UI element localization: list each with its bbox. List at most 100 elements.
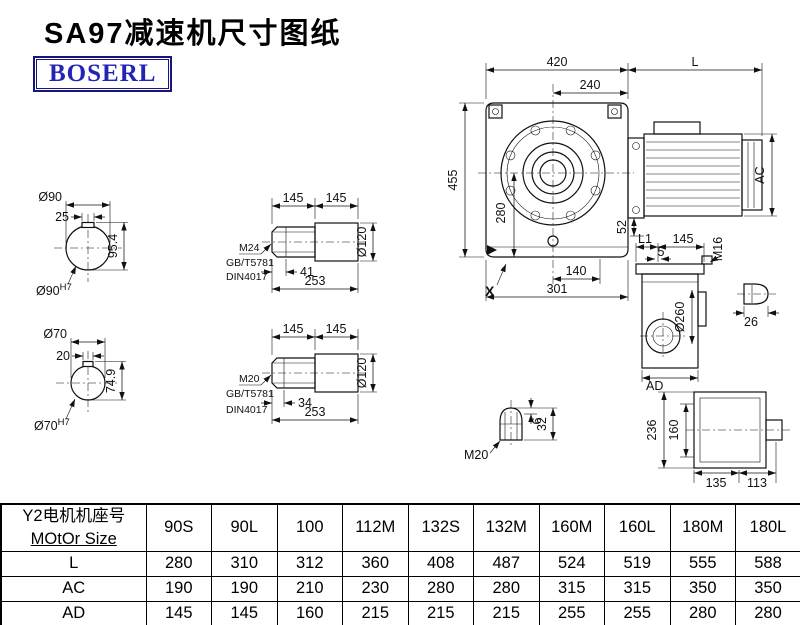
dim-70-keyway-width: 20 bbox=[56, 349, 70, 363]
thread-callout-m24: M24 bbox=[239, 242, 260, 254]
standard-gb: GB/T5781 bbox=[226, 257, 274, 269]
keyway-notch-70 bbox=[82, 360, 94, 368]
col-header-112M: 112M bbox=[342, 503, 409, 552]
col-header-160L: 160L bbox=[604, 503, 671, 552]
rear-shaft-stub bbox=[765, 419, 783, 441]
motor-flange bbox=[627, 137, 645, 219]
table-row-L: L 280 310 312 360 408 487 524 519 555 58… bbox=[0, 550, 800, 577]
thread-callout-m20: M20 bbox=[239, 373, 260, 385]
dim-rear-236: 236 bbox=[645, 420, 659, 441]
table-cell: 160 bbox=[276, 600, 343, 625]
table-cell: 145 bbox=[211, 600, 278, 625]
table-cell: 280 bbox=[735, 600, 800, 625]
dim-front-52: 52 bbox=[615, 220, 629, 234]
col-header-132S: 132S bbox=[407, 503, 474, 552]
dim-70-diameter: Ø70 bbox=[43, 327, 67, 341]
dim-shaft24-len1: 145 bbox=[283, 191, 304, 205]
standard-gb: GB/T5781 bbox=[226, 388, 274, 400]
table-cell: 312 bbox=[276, 550, 343, 577]
dim-shaft20-len1: 145 bbox=[283, 322, 304, 336]
gearbox-front-view: 420 L 240 455 280 AC 52 140 301 bbox=[446, 55, 777, 301]
standard-din: DIN4017 bbox=[226, 271, 268, 283]
keyway-notch-90 bbox=[81, 221, 95, 229]
shaft-cross-section-90: Ø90 25 95.4 Ø90H7 bbox=[36, 190, 128, 298]
dim-front-L: L bbox=[692, 55, 699, 69]
dim-front-420: 420 bbox=[547, 55, 568, 69]
dim-rear-135: 135 bbox=[706, 476, 727, 490]
dim-shaft20-thread-len: 34 bbox=[298, 396, 312, 410]
dim-shaft20-len2: 145 bbox=[326, 322, 347, 336]
motor-size-header-cell: Y2电机机座号 MOtOr Size bbox=[0, 503, 147, 552]
table-cell: 280 bbox=[473, 575, 540, 602]
table-cell: 280 bbox=[145, 550, 212, 577]
motor-size-label-en: MOtOr Size bbox=[30, 529, 117, 548]
motor-size-label-cn: Y2电机机座号 bbox=[22, 507, 126, 526]
table-cell: 360 bbox=[342, 550, 409, 577]
dim-shaft24-len2: 145 bbox=[326, 191, 347, 205]
table-cell: 215 bbox=[342, 600, 409, 625]
row-label-AD: AD bbox=[0, 600, 147, 625]
dim-front-240: 240 bbox=[580, 78, 601, 92]
dim-90-bore-callout: Ø90H7 bbox=[36, 282, 72, 298]
dim-front-455: 455 bbox=[446, 170, 460, 191]
dim-90-bore-fit: H7 bbox=[60, 282, 72, 293]
table-cell: 280 bbox=[407, 575, 474, 602]
col-header-132M: 132M bbox=[473, 503, 540, 552]
table-header-row: Y2电机机座号 MOtOr Size 90S 90L 100 112M 132S… bbox=[0, 503, 800, 552]
table-row-AD: AD 145 145 160 215 215 215 255 255 280 2… bbox=[0, 600, 800, 625]
table-cell: 408 bbox=[407, 550, 474, 577]
dim-end-M20: M20 bbox=[464, 448, 488, 462]
table-row-AC: AC 190 190 210 230 280 280 315 315 350 3… bbox=[0, 575, 800, 602]
dim-side-26: 26 bbox=[744, 315, 758, 329]
dim-shaft24-thread-len: 41 bbox=[300, 265, 314, 279]
dim-shaft24-diameter: Ø120 bbox=[355, 227, 369, 258]
table-cell: 190 bbox=[145, 575, 212, 602]
brand-logo-inner-frame: BOSERL bbox=[36, 59, 170, 89]
table-cell: 487 bbox=[473, 550, 540, 577]
table-cell: 215 bbox=[407, 600, 474, 625]
table-cell: 350 bbox=[669, 575, 736, 602]
col-header-180L: 180L bbox=[735, 503, 800, 552]
motor-body bbox=[643, 133, 743, 217]
dim-side-260: Ø260 bbox=[673, 302, 687, 333]
dim-shaft24-total: 253 bbox=[305, 274, 326, 288]
output-shaft-m20: 145 145 Ø120 M20 GB/T5781 DIN4017 34 253 bbox=[226, 322, 377, 424]
col-header-100: 100 bbox=[276, 503, 343, 552]
dim-90-diameter: Ø90 bbox=[38, 190, 62, 204]
shaft-right-section bbox=[314, 222, 359, 262]
terminal-box bbox=[653, 121, 701, 135]
dim-front-280: 280 bbox=[494, 203, 508, 224]
table-cell: 230 bbox=[342, 575, 409, 602]
gearbox-side-view: L1 145 5 M16 Ø260 26 AD bbox=[635, 232, 779, 393]
section-mark-triangle bbox=[487, 245, 497, 255]
table-cell: 210 bbox=[276, 575, 343, 602]
table-cell: 524 bbox=[538, 550, 605, 577]
shaft-stub-detail bbox=[743, 283, 769, 305]
table-cell: 190 bbox=[211, 575, 278, 602]
shaft-right-section bbox=[314, 353, 359, 393]
dim-rear-160: 160 bbox=[667, 420, 681, 441]
dim-side-5: 5 bbox=[658, 245, 665, 259]
dim-side-L1: L1 bbox=[638, 232, 652, 246]
shaft-end-view-m20: 32 6 M20 bbox=[464, 398, 557, 462]
dim-rear-113: 113 bbox=[747, 476, 767, 490]
col-header-90L: 90L bbox=[211, 503, 278, 552]
dim-90-bore: Ø90 bbox=[36, 284, 60, 298]
housing-outline bbox=[485, 102, 629, 258]
row-label-AC: AC bbox=[0, 575, 147, 602]
shaft-end-dome bbox=[499, 407, 523, 441]
dim-90-keyway-height: 95.4 bbox=[106, 234, 120, 258]
page-title: SA97减速机尺寸图纸 bbox=[44, 18, 342, 50]
motor-fins bbox=[646, 141, 740, 207]
dim-shaft20-total: 253 bbox=[305, 405, 326, 419]
dim-side-AD: AD bbox=[646, 379, 663, 393]
dim-side-145: 145 bbox=[673, 232, 694, 246]
col-header-90S: 90S bbox=[145, 503, 212, 552]
dim-end-6: 6 bbox=[530, 417, 544, 424]
dim-shaft20-diameter: Ø120 bbox=[355, 358, 369, 389]
output-shaft-m24: 145 145 Ø120 M24 GB/T5781 DIN4017 41 253 bbox=[226, 191, 377, 293]
table-cell: 315 bbox=[604, 575, 671, 602]
dim-90-keyway-width: 25 bbox=[55, 210, 69, 224]
dim-70-bore: Ø70 bbox=[34, 419, 58, 433]
dim-end-32: 32 bbox=[535, 417, 549, 431]
